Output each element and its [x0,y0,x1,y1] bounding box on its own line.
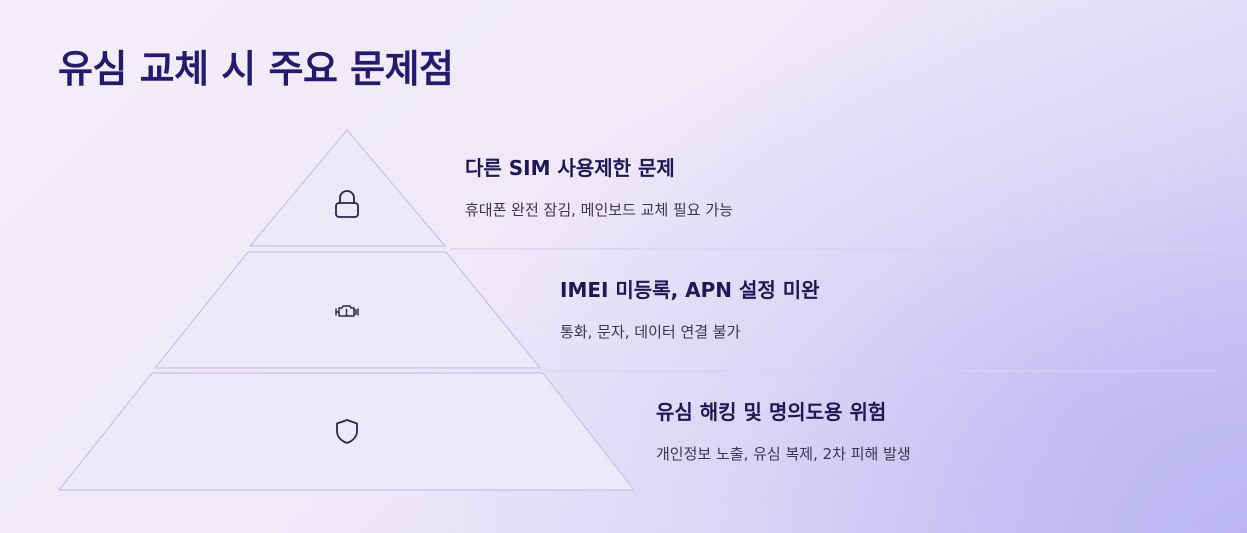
tier-3-description: 개인정보 노출, 유심 복제, 2차 피해 발생 [656,445,911,463]
pyramid-tier-top [248,129,447,247]
shield-icon [327,411,367,451]
tier-1-description: 휴대폰 완전 잠김, 메인보드 교체 필요 가능 [465,201,733,219]
tier-1-text: 다른 SIM 사용제한 문제 휴대폰 완전 잠김, 메인보드 교체 필요 가능 [465,152,733,220]
tier-3-title: 유심 해킹 및 명의도용 위험 [656,400,887,424]
tier-2-title: IMEI 미등록, APN 설정 미완 [560,278,820,302]
tier-3-text: 유심 해킹 및 명의도용 위험 개인정보 노출, 유심 복제, 2차 피해 발생 [656,396,911,464]
tier-2-text: IMEI 미등록, APN 설정 미완 통화, 문자, 데이터 연결 불가 [560,274,820,342]
lock-icon [327,185,367,225]
tier-2-description: 통화, 문자, 데이터 연결 불가 [560,323,741,341]
engine-warning-icon [327,292,367,332]
tier-1-title: 다른 SIM 사용제한 문제 [465,156,675,180]
pyramid-tier-middle [153,251,542,369]
page-title: 유심 교체 시 주요 문제점 [58,47,454,91]
pyramid-tier-bottom [57,372,636,491]
